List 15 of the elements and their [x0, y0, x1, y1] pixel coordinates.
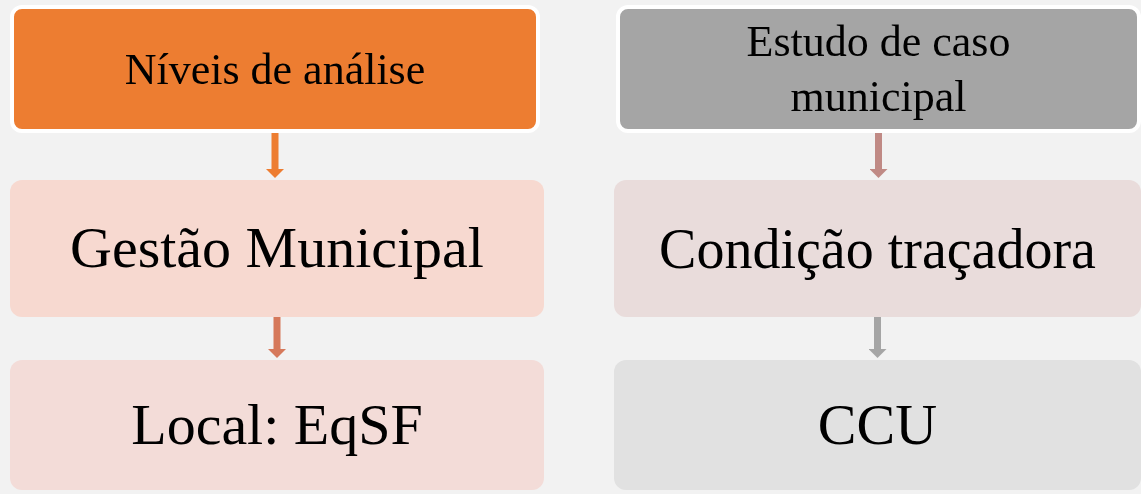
box-label: Condição traçadora	[658, 216, 1097, 282]
process-box	[10, 360, 544, 490]
box-label: Estudo de caso municipal	[745, 16, 1012, 123]
box-label: Níveis de análise	[123, 43, 427, 96]
process-box	[614, 180, 1141, 317]
process-box	[10, 180, 544, 317]
box-label: CCU	[816, 390, 939, 459]
box-label: Local: EqSF	[130, 390, 424, 459]
arrow	[869, 133, 888, 178]
arrow	[268, 317, 286, 358]
arrow	[868, 317, 887, 358]
arrow	[266, 133, 284, 178]
process-box	[616, 5, 1141, 133]
process-box	[10, 5, 540, 133]
box-label: Gestão Municipal	[69, 214, 485, 283]
